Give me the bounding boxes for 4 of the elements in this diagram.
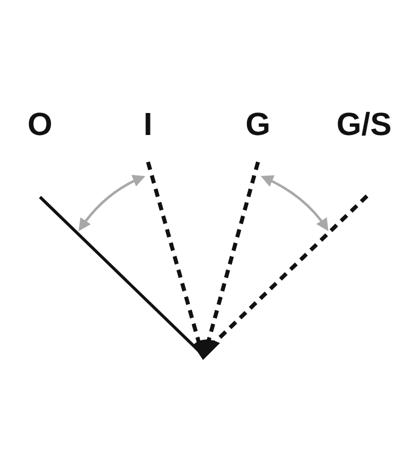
ray-label: O: [28, 108, 52, 140]
ray-label: G/S: [336, 108, 392, 140]
ray-label: I: [144, 108, 152, 140]
ray-label: G: [246, 108, 270, 140]
